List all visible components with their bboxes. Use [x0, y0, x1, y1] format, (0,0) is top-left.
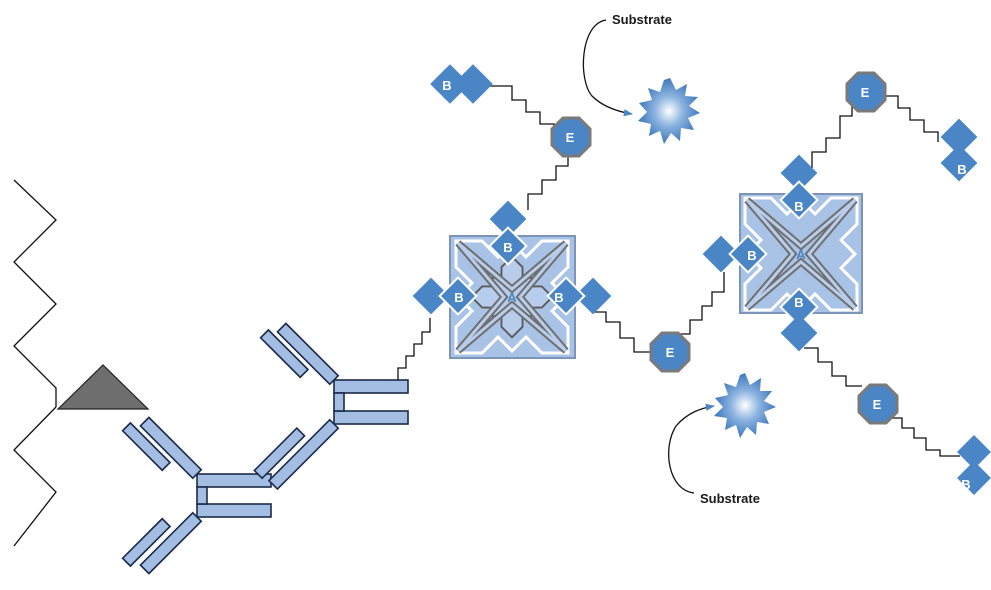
biotin-label: B	[454, 290, 463, 305]
secondary-antibody	[253, 322, 409, 491]
linker-e-to-b	[527, 150, 569, 210]
primary-arm-lower-light	[121, 517, 172, 568]
linker-b-to-e-mid	[594, 311, 656, 353]
antigen-triangle-icon	[56, 364, 150, 410]
substrate-2-arrow	[668, 403, 715, 494]
primary-arm-upper	[139, 416, 203, 480]
biotin-label: B	[961, 477, 970, 492]
linker-e-to-rightb	[884, 95, 939, 142]
enzyme-label: E	[873, 397, 882, 412]
biotin-a2-left: B	[702, 234, 768, 274]
primary-arm-upper-light	[121, 421, 172, 472]
linker-e-to-b2	[680, 272, 725, 335]
avidin-2-label: A	[796, 247, 806, 262]
enzymes: E E E E	[550, 71, 899, 425]
octagon-icon	[550, 116, 592, 158]
substrate-1-label: Substrate	[612, 12, 672, 27]
biotin-right-bottom-pair: B	[957, 435, 991, 495]
tissue-section	[13, 179, 57, 547]
biotin-label: B	[554, 290, 563, 305]
enzyme-1: E	[550, 116, 592, 158]
biotin-label: B	[794, 199, 803, 214]
starburst-icon	[638, 78, 700, 144]
linker-b4-to-e	[804, 347, 862, 387]
tissue-zigzag-lower	[13, 406, 57, 547]
biotin-right-top-pair: B	[940, 118, 978, 182]
secondary-arm-upper	[276, 322, 340, 386]
biotin-diamonds: B B B B B B	[412, 64, 991, 495]
biotin-a2-top: B	[779, 154, 819, 220]
tissue-zigzag-upper	[13, 179, 57, 407]
enzyme-4: E	[857, 383, 899, 425]
substrate-1-arrow	[582, 19, 633, 117]
enzyme-2: E	[649, 331, 691, 373]
biotin-a1-left: B	[412, 276, 478, 316]
primary-hinge	[196, 486, 208, 505]
biotin-a1-right: B	[546, 276, 612, 316]
octagon-icon	[845, 71, 887, 113]
secondary-arm-lower	[267, 418, 340, 491]
secondary-arm-upper-light	[259, 328, 310, 379]
linker-e-to-b-bottom	[888, 417, 960, 457]
linkers	[397, 85, 960, 457]
secondary-hinge	[333, 392, 345, 412]
substrate-2: Substrate	[668, 373, 776, 506]
secondary-stem-top	[333, 379, 409, 394]
enzyme-label: E	[861, 85, 870, 100]
enzyme-3: E	[845, 71, 887, 113]
substrate-2-label: Substrate	[700, 491, 760, 506]
linker-topb-to-e	[478, 85, 555, 130]
linker-ab-to-b	[397, 318, 431, 380]
secondary-arm-lower-light	[253, 426, 306, 480]
secondary-stem-bottom	[333, 410, 409, 425]
biotin-a2-bottom: B	[779, 287, 819, 352]
linker-b3-to-e	[811, 104, 853, 168]
biotin-label: B	[503, 240, 512, 255]
biotin-label: B	[957, 162, 966, 177]
primary-antibody	[121, 416, 272, 575]
enzyme-label: E	[666, 345, 675, 360]
octagon-icon	[649, 331, 691, 373]
biotin-a1-top: B	[488, 200, 528, 266]
biotin-label: B	[442, 78, 451, 93]
enzyme-label: E	[566, 130, 575, 145]
biotin-label: B	[747, 248, 756, 263]
biotin-top-pair: B	[430, 64, 493, 104]
biotin-label: B	[794, 295, 803, 310]
primary-arm-lower	[139, 511, 203, 575]
substrate-1: Substrate	[582, 12, 700, 144]
octagon-icon	[857, 383, 899, 425]
avidin-1-label: A	[507, 290, 517, 305]
primary-stem-bottom	[196, 503, 272, 518]
starburst-icon	[714, 373, 776, 438]
